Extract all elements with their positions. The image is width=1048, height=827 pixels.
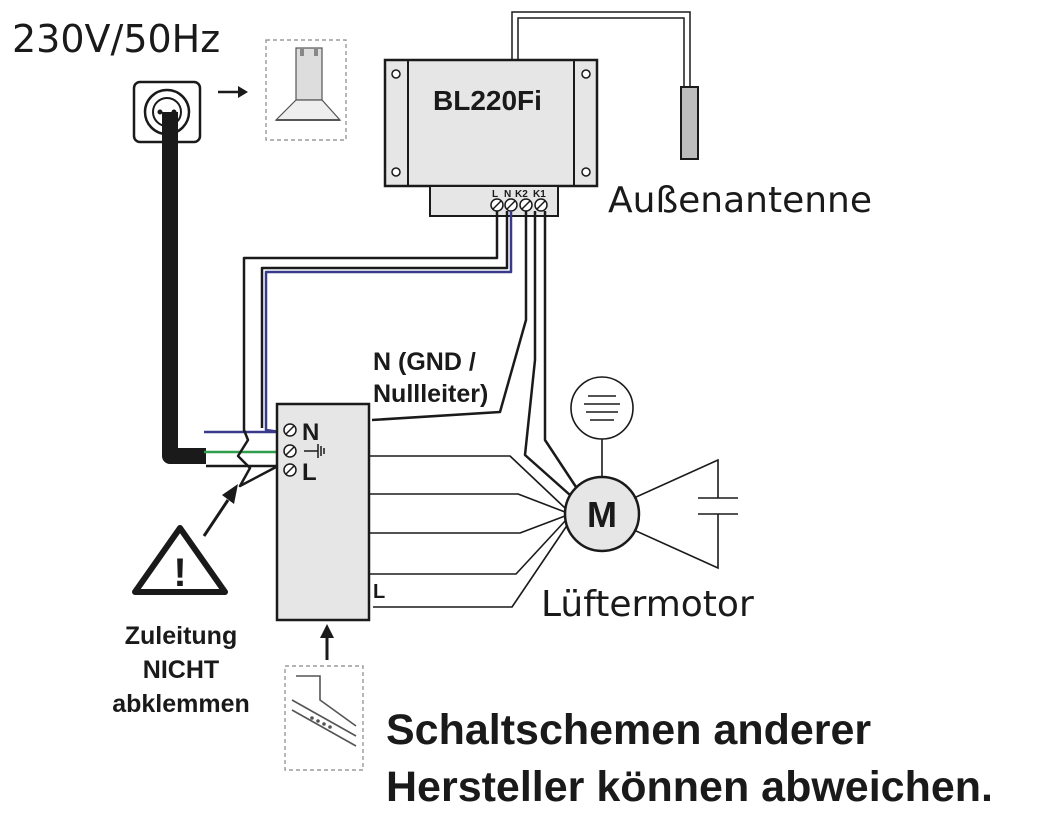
controller-to-motor-wires — [371, 211, 580, 496]
terminal-n-label: N — [504, 189, 511, 200]
arrow-socket-to-hood — [218, 86, 248, 98]
terminal-k2-label: K2 — [515, 189, 528, 200]
box-to-motor-wires — [369, 455, 569, 608]
antenna-label: Außenantenne — [608, 180, 872, 221]
footer-line2: Hersteller können abweichen. — [386, 763, 993, 811]
range-hood-bottom-icon — [284, 665, 364, 771]
neutral-label-line2: Nullleiter) — [373, 380, 488, 408]
capacitor-icon — [633, 458, 738, 570]
supply-wires — [204, 430, 280, 468]
neutral-label-line1: N (GND / — [373, 348, 476, 376]
ground-icon — [304, 444, 325, 458]
footer-line1: Schaltschemen anderer — [386, 706, 871, 754]
box-arrow-up — [320, 624, 334, 660]
motor-symbol: M — [587, 494, 617, 535]
warning-text-line1: Zuleitung — [125, 622, 237, 650]
controller-title: BL220Fi — [433, 85, 542, 116]
warning-glyph: ! — [173, 551, 186, 595]
box-n-label: N — [302, 419, 319, 446]
warning-text-line3: abklemmen — [112, 690, 250, 718]
terminal-l-label: L — [492, 189, 498, 200]
terminal-k1-label: K1 — [533, 189, 546, 200]
controller-to-box-wires — [236, 211, 513, 488]
warning-text-line2: NICHT — [143, 656, 219, 684]
warning-arrow — [202, 484, 238, 537]
lamp-icon — [570, 376, 634, 477]
box-l-label: L — [302, 459, 317, 486]
power-label: 230V/50Hz — [12, 17, 220, 61]
warning-triangle-icon — [132, 525, 228, 595]
box-out-l-label: L — [373, 581, 385, 603]
junction-box — [275, 402, 371, 622]
motor-label: Lüftermotor — [541, 584, 754, 625]
supply-cable — [162, 112, 206, 464]
controller-box — [383, 58, 599, 217]
antenna-wire — [511, 11, 691, 88]
antenna-stick — [680, 86, 699, 160]
range-hood-icon — [265, 39, 347, 141]
